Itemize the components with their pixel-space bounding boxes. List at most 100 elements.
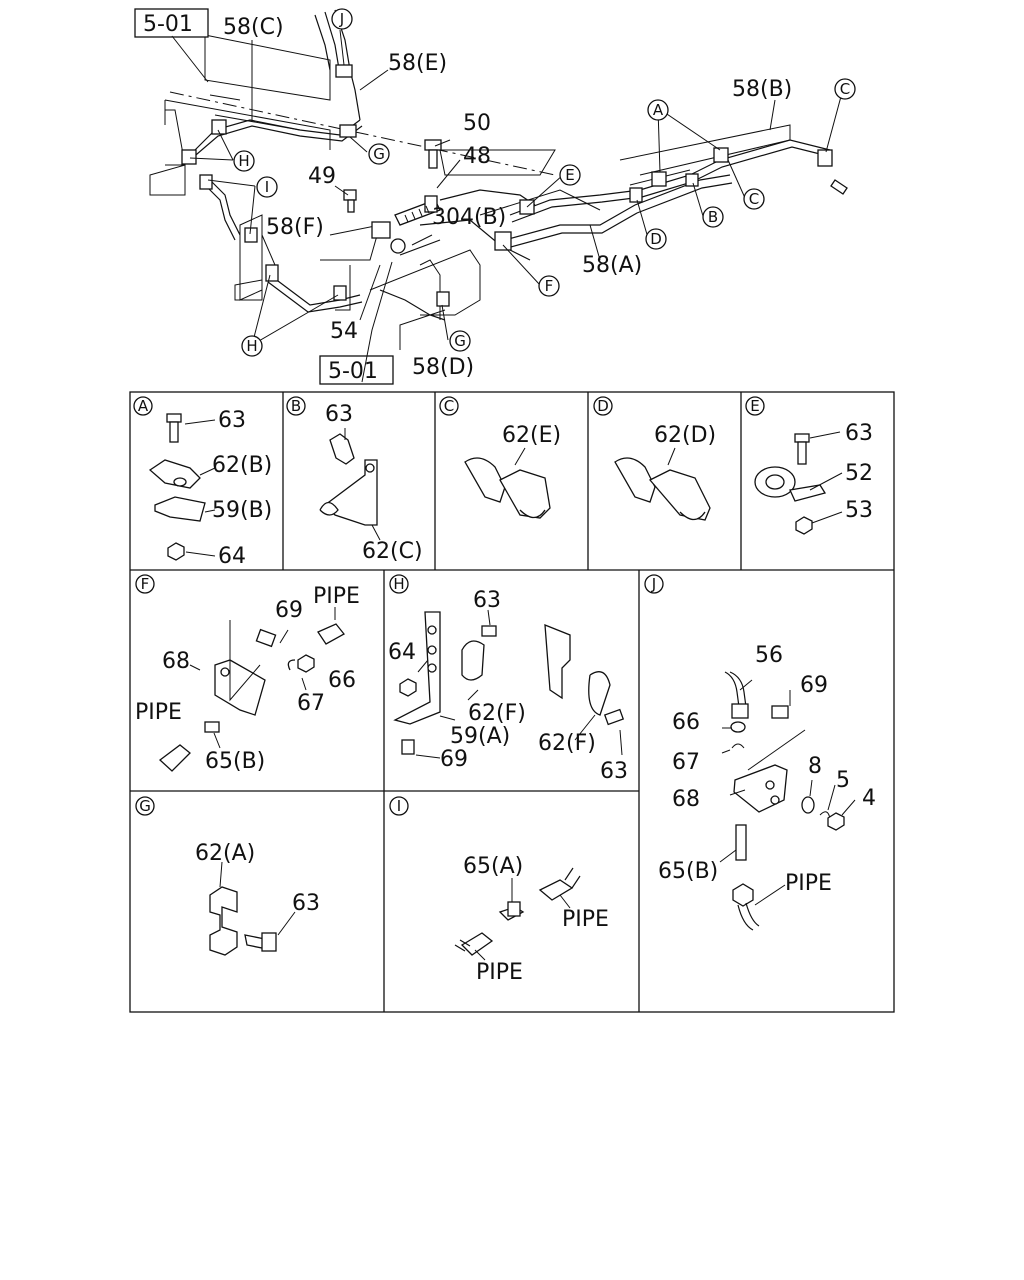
detail-f-letter: F [141, 575, 150, 593]
detail-g-letter: G [139, 797, 151, 815]
svg-text:D: D [650, 230, 662, 248]
detail-i-pipe-left: PIPE [476, 960, 523, 985]
detail-j: J 56 69 66 67 8 5 4 68 65(B) PIPE [644, 574, 876, 931]
detail-j-part-66: 66 [672, 710, 700, 735]
detail-f-part-67: 67 [297, 691, 325, 716]
detail-j-part-4: 4 [862, 786, 876, 811]
detail-d: D 62(D) [593, 396, 716, 521]
callout-c-right: C [834, 78, 856, 100]
detail-j-pipe: PIPE [785, 871, 832, 896]
detail-j-part-56: 56 [755, 643, 783, 668]
part-label-48: 48 [463, 144, 491, 169]
detail-h-part-69: 69 [440, 747, 468, 772]
ref-box-top: 5-01 [134, 8, 209, 38]
svg-text:G: G [454, 332, 466, 350]
leader-lines [171, 29, 844, 383]
detail-i-letter: I [397, 797, 401, 815]
detail-a-part-63: 63 [218, 408, 246, 433]
detail-f-part-66: 66 [328, 668, 356, 693]
detail-a-letter: A [138, 397, 149, 415]
main-callouts: J H G I H E A C C B D F G [233, 8, 856, 357]
detail-e-part-63: 63 [845, 421, 873, 446]
svg-text:F: F [545, 277, 554, 295]
detail-f-part-65b: 65(B) [205, 749, 265, 774]
svg-text:B: B [708, 208, 718, 226]
detail-h-part-62f-right: 62(F) [538, 731, 596, 756]
svg-text:G: G [373, 145, 385, 163]
detail-a-part-64: 64 [218, 544, 246, 569]
detail-d-letter: D [597, 397, 609, 415]
detail-f-part-69: 69 [275, 598, 303, 623]
callout-f: F [538, 275, 560, 297]
detail-c-part-62e: 62(E) [502, 423, 561, 448]
callout-h-lower: H [241, 335, 263, 357]
part-label-49: 49 [308, 164, 336, 189]
callout-i: I [256, 176, 278, 198]
detail-i: I 65(A) PIPE PIPE [389, 796, 609, 985]
part-label-58d: 58(D) [412, 355, 474, 380]
callout-j: J [331, 8, 353, 30]
detail-h-letter: H [393, 575, 404, 593]
callout-g-upper: G [368, 143, 390, 165]
callout-b: B [702, 206, 724, 228]
callout-d: D [645, 228, 667, 250]
main-assembly-view: 5-01 5-01 [134, 8, 856, 385]
detail-h-part-62f-left: 62(F) [468, 701, 526, 726]
detail-i-part-65a: 65(A) [463, 854, 523, 879]
detail-h-part-64: 64 [388, 640, 416, 665]
detail-j-part-67: 67 [672, 750, 700, 775]
callout-c-mid: C [743, 188, 765, 210]
detail-f-part-68: 68 [162, 649, 190, 674]
svg-text:C: C [749, 190, 759, 208]
detail-a-part-59b: 59(B) [212, 498, 272, 523]
main-part-labels: 58(C) 58(E) 58(B) 58(F) 58(A) 58(D) 50 4… [223, 15, 792, 380]
part-label-58f: 58(F) [266, 215, 324, 240]
svg-text:I: I [265, 178, 269, 196]
detail-f-pipe-bottom: PIPE [135, 700, 182, 725]
detail-g-part-63: 63 [292, 891, 320, 916]
ref-label-bottom: 5-01 [328, 359, 378, 384]
brake-pipes [189, 9, 833, 321]
detail-j-part-69: 69 [800, 673, 828, 698]
detail-b: B 63 62(C) [286, 396, 423, 564]
svg-text:C: C [840, 80, 850, 98]
brackets-and-clips [181, 64, 848, 307]
detail-b-part-63: 63 [325, 402, 353, 427]
part-label-58e: 58(E) [388, 51, 447, 76]
detail-a-part-62b: 62(B) [212, 453, 272, 478]
svg-text:H: H [246, 337, 257, 355]
detail-d-part-62d: 62(D) [654, 423, 716, 448]
svg-text:A: A [653, 101, 664, 119]
detail-b-letter: B [291, 397, 301, 415]
callout-h-upper: H [233, 150, 255, 172]
detail-grid [129, 391, 895, 1013]
detail-f: F 69 PIPE 68 66 67 PIPE 65(B) [135, 574, 360, 774]
detail-b-part-62c: 62(C) [362, 539, 423, 564]
svg-text:J: J [339, 10, 344, 28]
detail-f-pipe-top: PIPE [313, 584, 360, 609]
callout-a: A [647, 99, 669, 121]
part-label-50: 50 [463, 111, 491, 136]
callout-e: E [559, 164, 581, 186]
detail-h-part-63-top: 63 [473, 588, 501, 613]
detail-c-letter: C [444, 397, 454, 415]
detail-h-part-63-bottom: 63 [600, 759, 628, 784]
callout-g-lower: G [449, 330, 471, 352]
detail-g-part-62a: 62(A) [195, 841, 255, 866]
part-label-58a: 58(A) [582, 253, 642, 278]
ref-box-bottom: 5-01 [319, 355, 394, 385]
detail-e-letter: E [750, 397, 759, 415]
detail-e-part-53: 53 [845, 498, 873, 523]
detail-i-pipe-right: PIPE [562, 907, 609, 932]
detail-j-letter: J [651, 575, 656, 593]
part-label-58b: 58(B) [732, 77, 792, 102]
detail-e: E 63 52 53 [745, 396, 873, 535]
detail-j-part-68: 68 [672, 787, 700, 812]
part-label-304b: 304(B) [432, 205, 506, 230]
detail-c: C 62(E) [439, 396, 561, 519]
detail-j-part-5: 5 [836, 768, 850, 793]
svg-text:E: E [565, 166, 574, 184]
part-label-58c: 58(C) [223, 15, 284, 40]
detail-e-part-52: 52 [845, 461, 873, 486]
